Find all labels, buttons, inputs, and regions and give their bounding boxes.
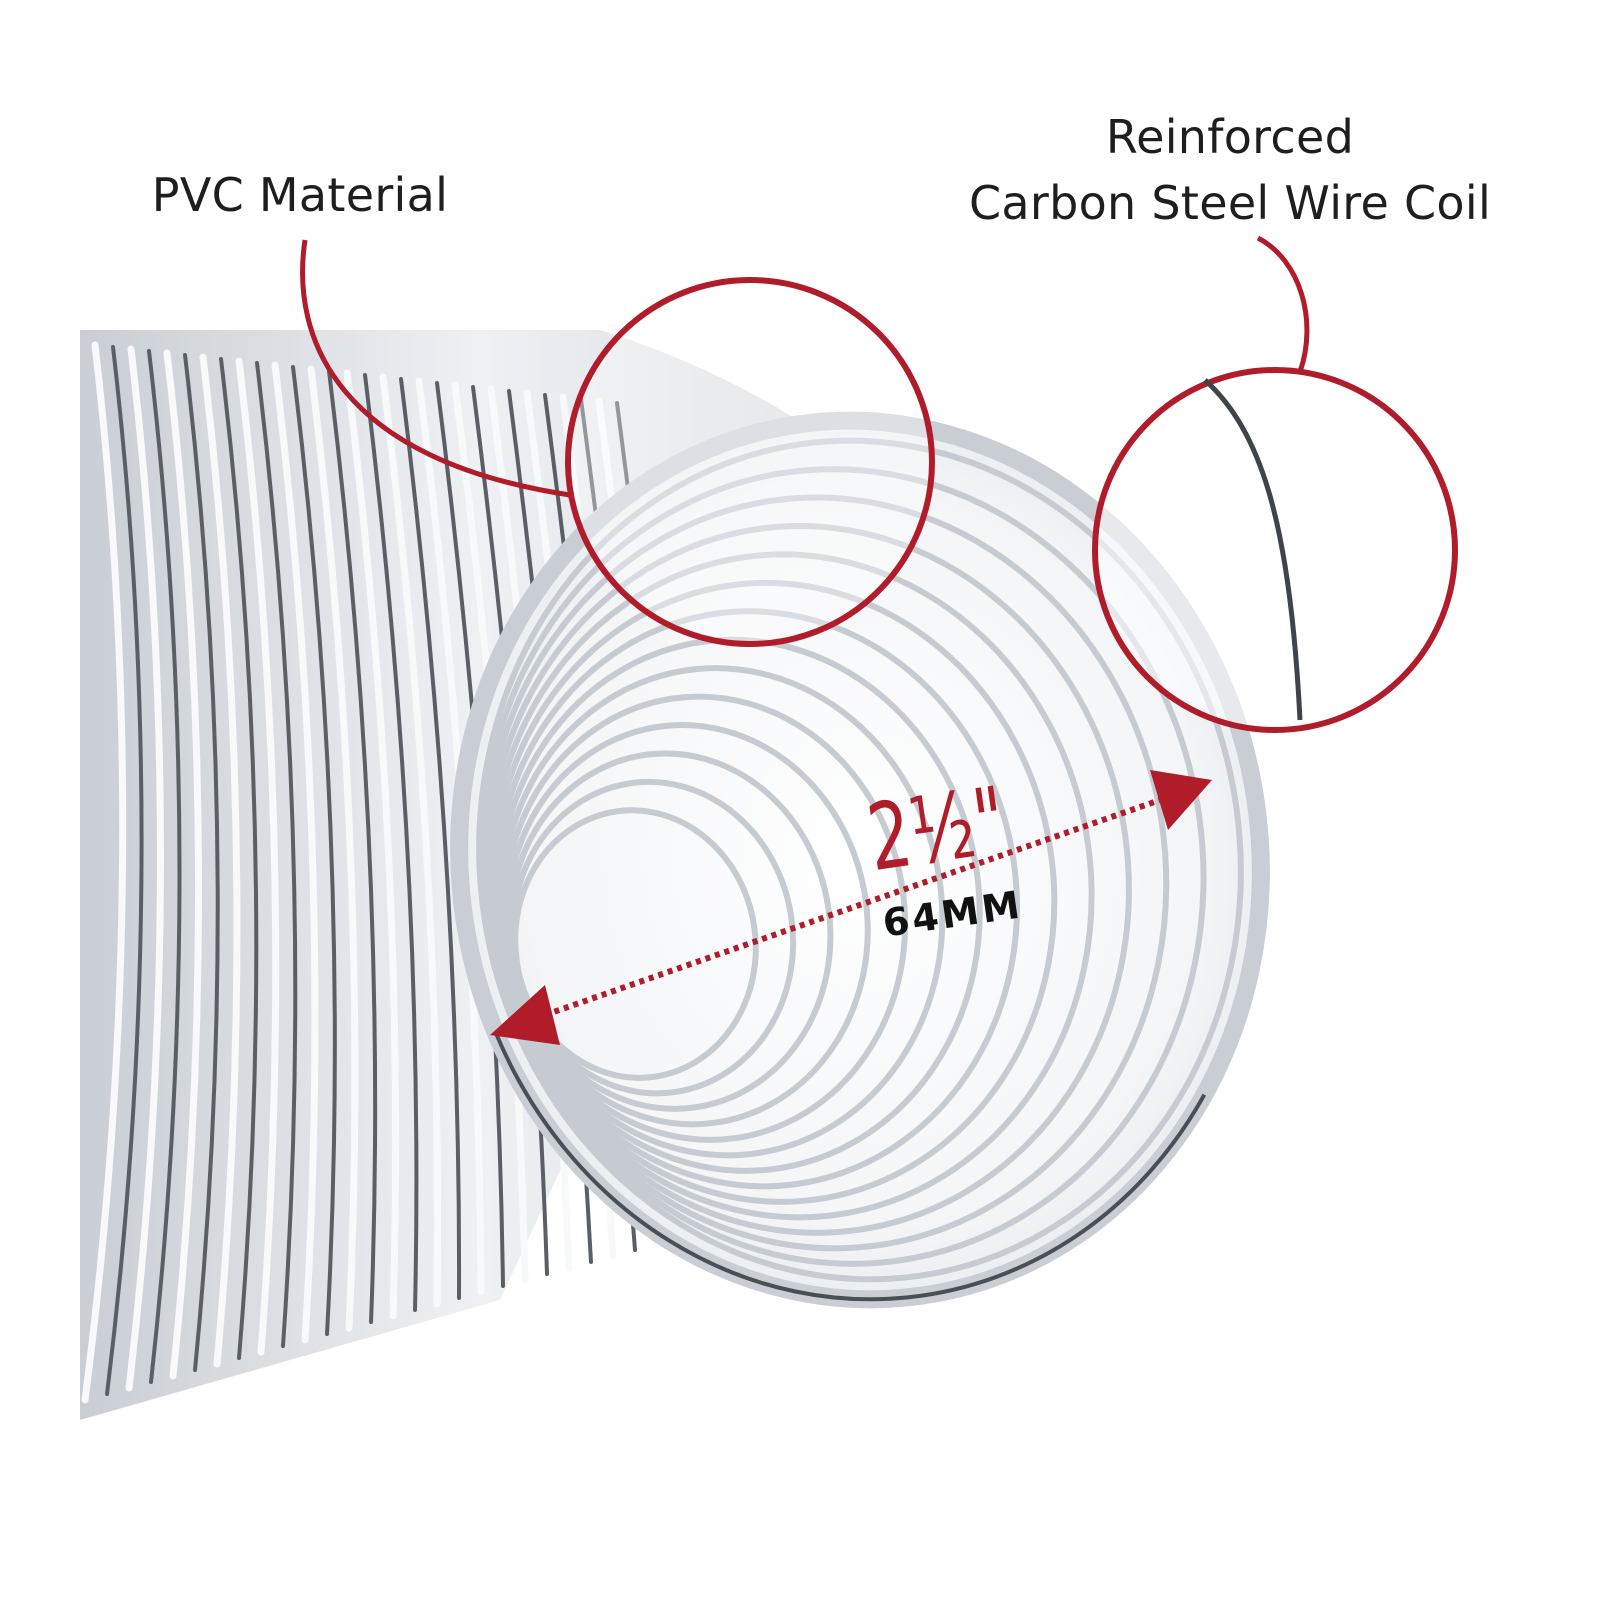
wire-coil-label: Reinforced Carbon Steel Wire Coil (950, 104, 1510, 236)
hose-opening (450, 411, 1270, 1309)
diameter-arrowhead-left (490, 985, 560, 1045)
hose-rib (307, 365, 359, 1332)
hose-rib (255, 361, 298, 1348)
pvc-leader-line (300, 239, 571, 498)
inner-coil-ring (512, 807, 759, 1081)
hose-rib (379, 373, 442, 1308)
wire-coil-label-line1: Reinforced (1105, 110, 1355, 164)
hose-rib (327, 369, 378, 1324)
hose-rib (363, 373, 419, 1312)
diameter-arrowhead-right (1150, 770, 1212, 830)
hose-rib (199, 353, 241, 1368)
hose-rib (125, 345, 165, 1392)
wire-leader-line (1256, 235, 1310, 373)
wire-detail-circle (1092, 367, 1458, 733)
wire-coil-label-line2: Carbon Steel Wire Coil (968, 176, 1492, 230)
hose-rib (147, 349, 182, 1384)
hose-rib (235, 357, 280, 1356)
pvc-detail-circle (565, 277, 935, 647)
pvc-material-label: PVC Material (151, 168, 449, 222)
hose-rib (105, 345, 144, 1396)
hose-rib (271, 361, 319, 1344)
diameter-inches: 2½" (861, 767, 1012, 892)
hose-rib (219, 357, 259, 1360)
hose-rib (343, 369, 400, 1320)
hose-rib (399, 377, 462, 1300)
hose-rib (291, 365, 337, 1336)
hose-rib (81, 341, 127, 1404)
hose-rib (163, 349, 203, 1380)
hose-rib (183, 353, 220, 1372)
diameter-arrow-line (544, 797, 1161, 1018)
